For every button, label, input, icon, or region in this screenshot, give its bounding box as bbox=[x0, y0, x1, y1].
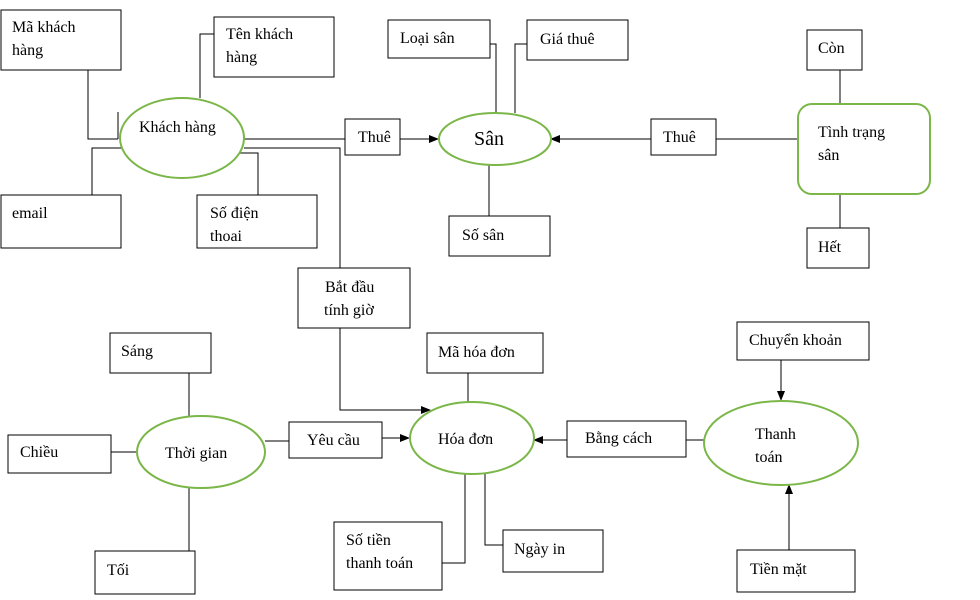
entity-khach-hang bbox=[119, 97, 245, 179]
label-sang: Sáng bbox=[121, 343, 153, 360]
label-hoa-don: Hóa đơn bbox=[438, 431, 493, 448]
label-het: Hết bbox=[818, 239, 842, 256]
label-san: Sân bbox=[474, 128, 504, 150]
box-het bbox=[806, 227, 870, 269]
label-con: Còn bbox=[818, 40, 845, 57]
line-loai-san bbox=[490, 43, 497, 113]
label-ten-khach-hang-1: Tên khách bbox=[226, 26, 293, 43]
entity-shapes bbox=[119, 97, 931, 489]
connector-lines bbox=[87, 33, 841, 564]
box-gia-thue bbox=[526, 19, 629, 61]
label-so-tien-2: thanh toán bbox=[346, 555, 413, 572]
box-chieu bbox=[7, 434, 112, 474]
line-ten-khach-hang bbox=[199, 33, 214, 98]
label-yeu-cau: Yêu cầu bbox=[307, 432, 360, 449]
box-bang-cach bbox=[566, 420, 687, 458]
label-tien-mat: Tiền mặt bbox=[750, 561, 807, 578]
box-sang bbox=[109, 332, 212, 374]
box-ngay-in bbox=[502, 529, 604, 573]
line-ma-khach-hang bbox=[87, 70, 118, 140]
box-bat-dau-tinh-gio bbox=[297, 267, 411, 329]
label-chieu: Chiều bbox=[20, 444, 58, 461]
box-ten-khach-hang bbox=[213, 16, 335, 78]
label-toi: Tối bbox=[107, 562, 130, 579]
label-loai-san: Loại sân bbox=[400, 30, 455, 47]
label-so-tien-1: Số tiền bbox=[346, 532, 391, 549]
box-thue-2 bbox=[650, 118, 717, 156]
box-so-tien-thanh-toan bbox=[333, 521, 443, 591]
line-ngay-in bbox=[484, 474, 503, 546]
box-loai-san bbox=[387, 19, 491, 59]
label-thue-1: Thuê bbox=[358, 129, 391, 146]
box-toi bbox=[94, 550, 196, 595]
label-ngay-in: Ngày in bbox=[514, 541, 565, 558]
box-so-san bbox=[448, 215, 551, 257]
label-gia-thue: Giá thuê bbox=[540, 31, 595, 48]
label-thue-2: Thuê bbox=[663, 129, 696, 146]
box-chuyen-khoan bbox=[736, 321, 870, 361]
label-bang-cach: Bằng cách bbox=[585, 430, 652, 447]
label-so-san: Số sân bbox=[462, 227, 504, 244]
box-ma-hoa-don bbox=[426, 332, 544, 374]
box-email bbox=[0, 194, 122, 249]
line-so-dien-thoai bbox=[240, 152, 259, 195]
box-so-dien-thoai bbox=[196, 194, 318, 249]
entity-tinh-trang-san bbox=[797, 103, 931, 195]
label-thanh-toan-2: toán bbox=[755, 449, 783, 466]
line-kh-batdau bbox=[244, 147, 341, 268]
box-con bbox=[806, 29, 863, 71]
box-ma-khach-hang bbox=[0, 9, 122, 71]
label-so-dien-thoai-1: Số điện bbox=[210, 205, 258, 222]
entity-hoa-don bbox=[409, 401, 535, 475]
label-so-dien-thoai-2: thoai bbox=[210, 228, 243, 245]
label-ma-khach-hang-2: hàng bbox=[12, 42, 43, 59]
entity-thoi-gian bbox=[136, 415, 266, 489]
box-tien-mat bbox=[736, 549, 856, 593]
entity-thanh-toan bbox=[703, 400, 859, 486]
label-khach-hang: Khách hàng bbox=[139, 119, 216, 136]
line-gia-thue bbox=[514, 43, 527, 113]
line-so-tien bbox=[442, 474, 466, 564]
label-chuyen-khoan: Chuyển khoản bbox=[749, 332, 842, 349]
label-ma-hoa-don: Mã hóa đơn bbox=[438, 344, 515, 361]
label-thoi-gian: Thời gian bbox=[165, 445, 227, 462]
box-thue-1 bbox=[344, 118, 401, 156]
line-batdau-hoadon bbox=[339, 328, 431, 414]
label-ma-khach-hang-1: Mã khách bbox=[12, 19, 76, 36]
label-bat-dau-1: Bắt đầu bbox=[325, 279, 374, 296]
label-thanh-toan-1: Thanh bbox=[755, 426, 796, 443]
label-bat-dau-2: tính giờ bbox=[324, 302, 374, 319]
attribute-boxes bbox=[0, 9, 870, 595]
label-tinh-trang-san-1: Tình trạng bbox=[818, 124, 885, 141]
entity-san bbox=[438, 112, 552, 166]
label-tinh-trang-san-2: sân bbox=[818, 147, 839, 164]
label-ten-khach-hang-2: hàng bbox=[226, 49, 257, 66]
label-email: email bbox=[12, 205, 48, 222]
box-yeu-cau bbox=[288, 421, 383, 459]
